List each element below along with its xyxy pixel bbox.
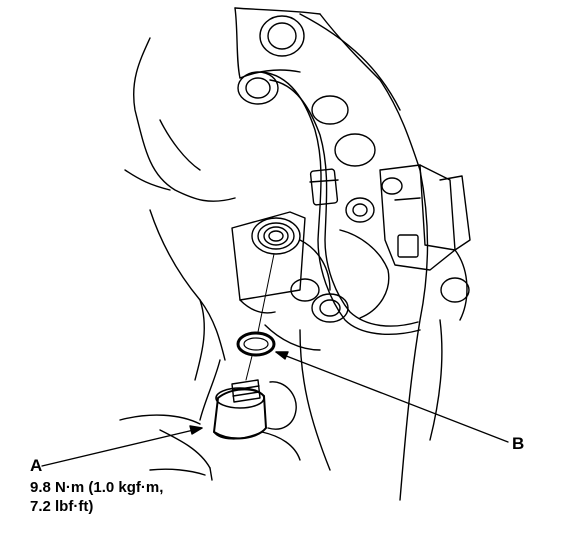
torque-spec-line-2: 7.2 lbf·ft) [30, 498, 94, 515]
drain-plug [213, 379, 297, 440]
leader-line-b [275, 351, 509, 443]
valve-body [339, 164, 471, 321]
fuel-line [261, 71, 421, 335]
left-housing [124, 37, 236, 381]
callout-label-a: A [30, 456, 43, 475]
upper-cover [234, 7, 421, 171]
alignment-line [245, 253, 275, 381]
torque-spec-line-1: 9.8 N·m (1.0 kgf·m, [30, 479, 164, 496]
leader-line-a [41, 425, 203, 467]
lower-bracket [119, 414, 301, 481]
callout-label-b: B [512, 434, 525, 453]
casing-outline [199, 169, 443, 501]
o-ring [236, 331, 276, 357]
torque-spec: 9.8 N·m (1.0 kgf·m, 7.2 lbf·ft) [30, 478, 163, 516]
port-block [231, 211, 349, 351]
